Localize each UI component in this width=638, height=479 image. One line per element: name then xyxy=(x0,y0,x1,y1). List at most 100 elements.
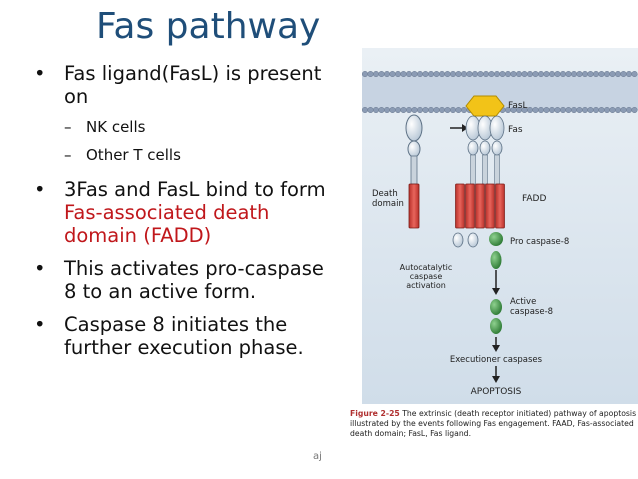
death-domain xyxy=(455,183,465,229)
bullet-fasl: • Fas ligand(FasL) is present on xyxy=(34,62,344,108)
lipid-head-top xyxy=(460,71,467,78)
lipid-head-bottom xyxy=(548,107,555,114)
fas-transmembrane xyxy=(482,154,488,185)
lipid-head-top xyxy=(559,71,566,78)
lipid-head-top xyxy=(482,71,489,78)
lipid-head-top xyxy=(554,71,561,78)
bullet-text: further execution phase. xyxy=(64,336,304,359)
lipid-head-bottom xyxy=(444,107,451,114)
bullet-text-red: Fas-associated death xyxy=(64,201,270,224)
bullet-activate: • This activates pro-caspase 8 to an act… xyxy=(34,257,344,303)
lipid-head-top xyxy=(592,71,599,78)
lipid-head-bottom xyxy=(587,107,594,114)
lipid-head-bottom xyxy=(367,107,374,114)
lipid-head-top xyxy=(449,71,456,78)
death-domain xyxy=(495,183,505,229)
pro-caspase-8-domain xyxy=(489,232,503,246)
lipid-head-top xyxy=(504,71,511,78)
death-domain xyxy=(485,183,495,229)
lipid-head-top xyxy=(521,71,528,78)
bullet-dot: • xyxy=(34,62,46,85)
lipid-head-bottom xyxy=(614,107,621,114)
sub-bullet-t: – Other T cells xyxy=(34,146,344,164)
sub-bullet-text: NK cells xyxy=(86,118,146,136)
caption-figure-number: Figure 2-25 xyxy=(350,409,400,418)
fas-pathway-figure: FasL Fas Death domain FADD Pro caspase-8… xyxy=(362,48,638,404)
active-caspase-8-top xyxy=(490,299,502,315)
lipid-head-bottom xyxy=(427,107,434,114)
lipid-head-top xyxy=(427,71,434,78)
lipid-head-top xyxy=(499,71,506,78)
lipid-head-top xyxy=(587,71,594,78)
bullet-dot: • xyxy=(34,313,46,336)
lipid-head-bottom xyxy=(395,107,402,114)
lipid-head-top xyxy=(422,71,429,78)
lipid-head-top xyxy=(444,71,451,78)
autocatalytic-label-3: activation xyxy=(406,281,446,290)
lipid-head-bottom xyxy=(438,107,445,114)
lipid-head-top xyxy=(438,71,445,78)
lipid-head-bottom xyxy=(400,107,407,114)
fas-receptor-unbound xyxy=(405,114,423,229)
pro-caspase-label: Pro caspase-8 xyxy=(510,237,569,247)
lipid-head-top xyxy=(565,71,572,78)
fas-stalk-domain xyxy=(479,140,491,156)
lipid-head-bottom xyxy=(592,107,599,114)
bullet-text: on xyxy=(64,85,89,108)
sub-bullet-nk: – NK cells xyxy=(34,118,344,136)
lipid-head-top xyxy=(400,71,407,78)
lipid-head-bottom xyxy=(532,107,539,114)
lipid-head-bottom xyxy=(449,107,456,114)
arrow-head xyxy=(492,345,500,352)
lipid-head-bottom xyxy=(620,107,627,114)
lipid-head-top xyxy=(417,71,424,78)
lipid-head-top xyxy=(477,71,484,78)
executioner-label: Executioner caspases xyxy=(450,355,543,365)
fadd-adaptor xyxy=(452,232,464,248)
autocatalytic-label-2: caspase xyxy=(410,272,443,281)
fas-receptor-trimer xyxy=(455,115,505,229)
pro-caspase-8-body xyxy=(490,251,502,269)
lipid-head-top xyxy=(488,71,495,78)
bullet-text: This activates pro-caspase xyxy=(64,257,324,280)
lipid-head-bottom xyxy=(417,107,424,114)
sub-bullet-dash: – xyxy=(64,118,72,136)
lipid-head-bottom xyxy=(626,107,633,114)
lipid-head-top xyxy=(455,71,462,78)
lipid-head-bottom xyxy=(609,107,616,114)
lipid-head-top xyxy=(395,71,402,78)
lipid-head-top xyxy=(609,71,616,78)
lipid-head-bottom xyxy=(559,107,566,114)
bullet-text-red: domain (FADD) xyxy=(64,224,212,247)
lipid-head-top xyxy=(548,71,555,78)
fas-pathway-svg: FasL Fas Death domain FADD Pro caspase-8… xyxy=(362,48,638,404)
lipid-head-bottom xyxy=(537,107,544,114)
lipid-head-top xyxy=(378,71,385,78)
lipid-head-top xyxy=(510,71,517,78)
fas-transmembrane xyxy=(470,154,476,185)
lipid-head-top xyxy=(576,71,583,78)
lipid-head-bottom xyxy=(460,107,467,114)
active-label-2: caspase-8 xyxy=(510,307,553,317)
fasl-ligand xyxy=(465,95,505,117)
lipid-head-bottom xyxy=(406,107,413,114)
lipid-head-bottom xyxy=(603,107,610,114)
autocatalytic-label-1: Autocatalytic xyxy=(400,263,453,272)
death-domain xyxy=(465,183,475,229)
bullet-dot: • xyxy=(34,178,46,201)
bullet-text: Fas ligand(FasL) is present xyxy=(64,62,322,85)
death-domain-label-2: domain xyxy=(372,199,404,209)
fas-stalk-domain xyxy=(491,140,503,156)
fadd-label: FADD xyxy=(522,194,546,204)
fas-extracellular-domain xyxy=(489,115,505,141)
lipid-head-top xyxy=(537,71,544,78)
lipid-head-bottom xyxy=(389,107,396,114)
fas-transmembrane xyxy=(494,154,500,185)
lipid-head-top xyxy=(598,71,605,78)
lipid-head-top xyxy=(372,71,379,78)
lipid-head-bottom xyxy=(576,107,583,114)
lipid-head-bottom xyxy=(543,107,550,114)
lipid-head-top xyxy=(631,71,638,78)
lipid-head-top xyxy=(411,71,418,78)
bullet-text: 3Fas and FasL bind to form xyxy=(64,178,326,201)
